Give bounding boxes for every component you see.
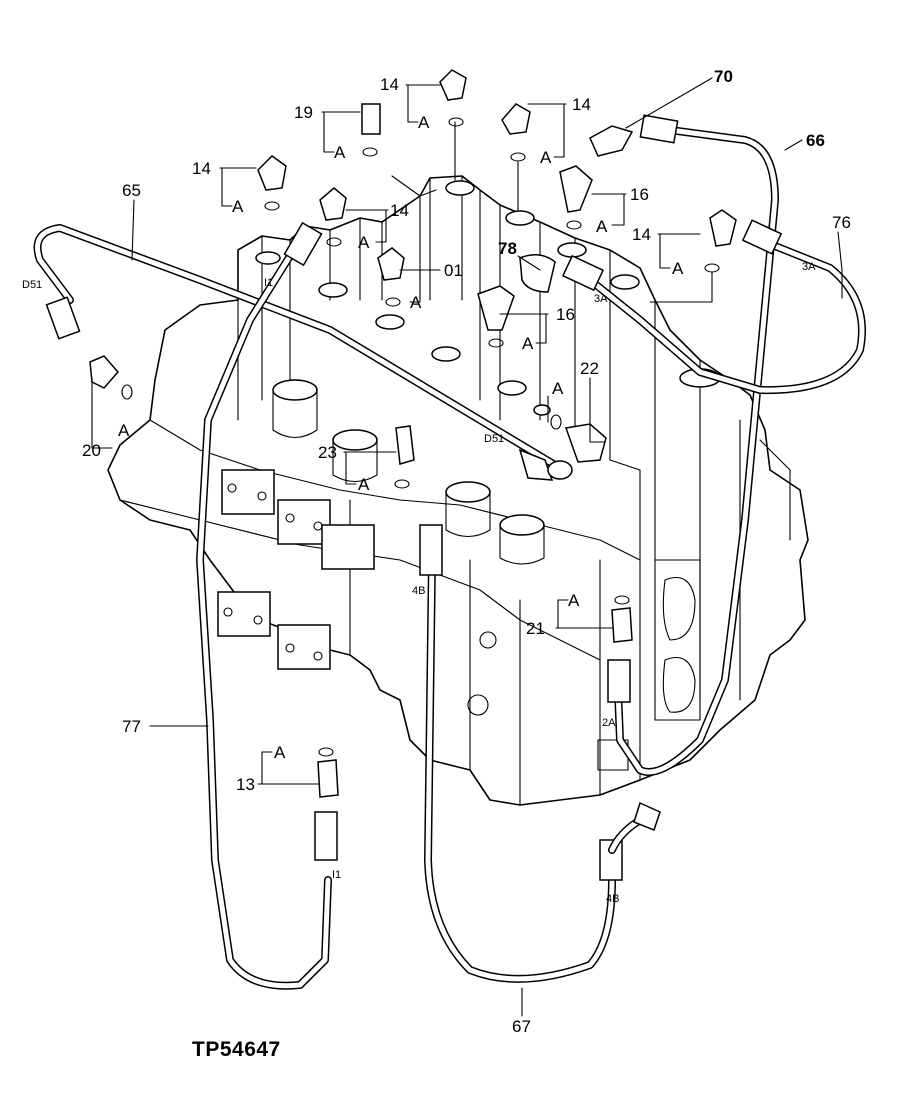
oring-ref-a: A [540, 148, 552, 167]
leader-lines [91, 77, 843, 1017]
fittings [89, 69, 737, 798]
oring-ref-a: A [334, 143, 346, 162]
oring-reference-labels: A A A A A A A A A A A A A A [118, 113, 684, 762]
part-callouts: 14 19 14 70 66 14 65 16 14 76 14 78 01 1… [82, 67, 851, 1036]
oring-ref-a: A [522, 334, 534, 353]
oring-ref-a: A [568, 591, 580, 610]
callout-66: 66 [806, 131, 825, 150]
port-tag-4b: 4B [606, 893, 619, 905]
callout-16: 16 [630, 185, 649, 204]
callout-23: 23 [318, 443, 337, 462]
callout-14: 14 [390, 201, 409, 220]
callout-65: 65 [122, 181, 141, 200]
callout-77: 77 [122, 717, 141, 736]
callout-76: 76 [832, 213, 851, 232]
oring-ref-a: A [410, 293, 422, 312]
port-tag-d51: D51 [22, 279, 42, 291]
callout-78: 78 [498, 239, 517, 258]
drawing-number: TP54647 [192, 1038, 281, 1061]
callout-16: 16 [556, 305, 575, 324]
hose-67 [419, 524, 661, 983]
oring-ref-a: A [358, 233, 370, 252]
callout-14: 14 [572, 95, 591, 114]
port-tag-d51: D51 [484, 433, 504, 445]
callout-14: 14 [380, 75, 399, 94]
callout-67: 67 [512, 1017, 531, 1036]
callout-20: 20 [82, 441, 101, 460]
oring-ref-a: A [552, 379, 564, 398]
oring-ref-a: A [118, 421, 130, 440]
oring-ref-a: A [274, 743, 286, 762]
port-tag-4b: 4B [412, 585, 425, 597]
callout-14: 14 [632, 225, 651, 244]
oring-ref-a: A [672, 259, 684, 278]
port-tag-i1: I1 [264, 277, 273, 289]
callout-01: 01 [444, 261, 463, 280]
oring-ref-a: A [596, 217, 608, 236]
port-tag-3a: 3A [594, 293, 608, 305]
callout-21: 21 [526, 619, 545, 638]
hose-77 [196, 221, 338, 990]
callout-13: 13 [236, 775, 255, 794]
callout-22: 22 [580, 359, 599, 378]
hose-65 [33, 224, 573, 481]
oring-ref-a: A [358, 475, 370, 494]
hose-66 [607, 114, 779, 776]
hose-76 [561, 219, 866, 395]
oring-ref-a: A [232, 197, 244, 216]
oring-ref-a: A [418, 113, 430, 132]
port-tags: D51 D51 I1 I1 3A 3A 2A 4B 4B [22, 261, 816, 905]
port-tag-3a: 3A [802, 261, 816, 273]
callout-19: 19 [294, 103, 313, 122]
callout-70: 70 [714, 67, 733, 86]
port-tag-2a: 2A [602, 717, 616, 729]
port-tag-i1: I1 [332, 869, 341, 881]
callout-14: 14 [192, 159, 211, 178]
